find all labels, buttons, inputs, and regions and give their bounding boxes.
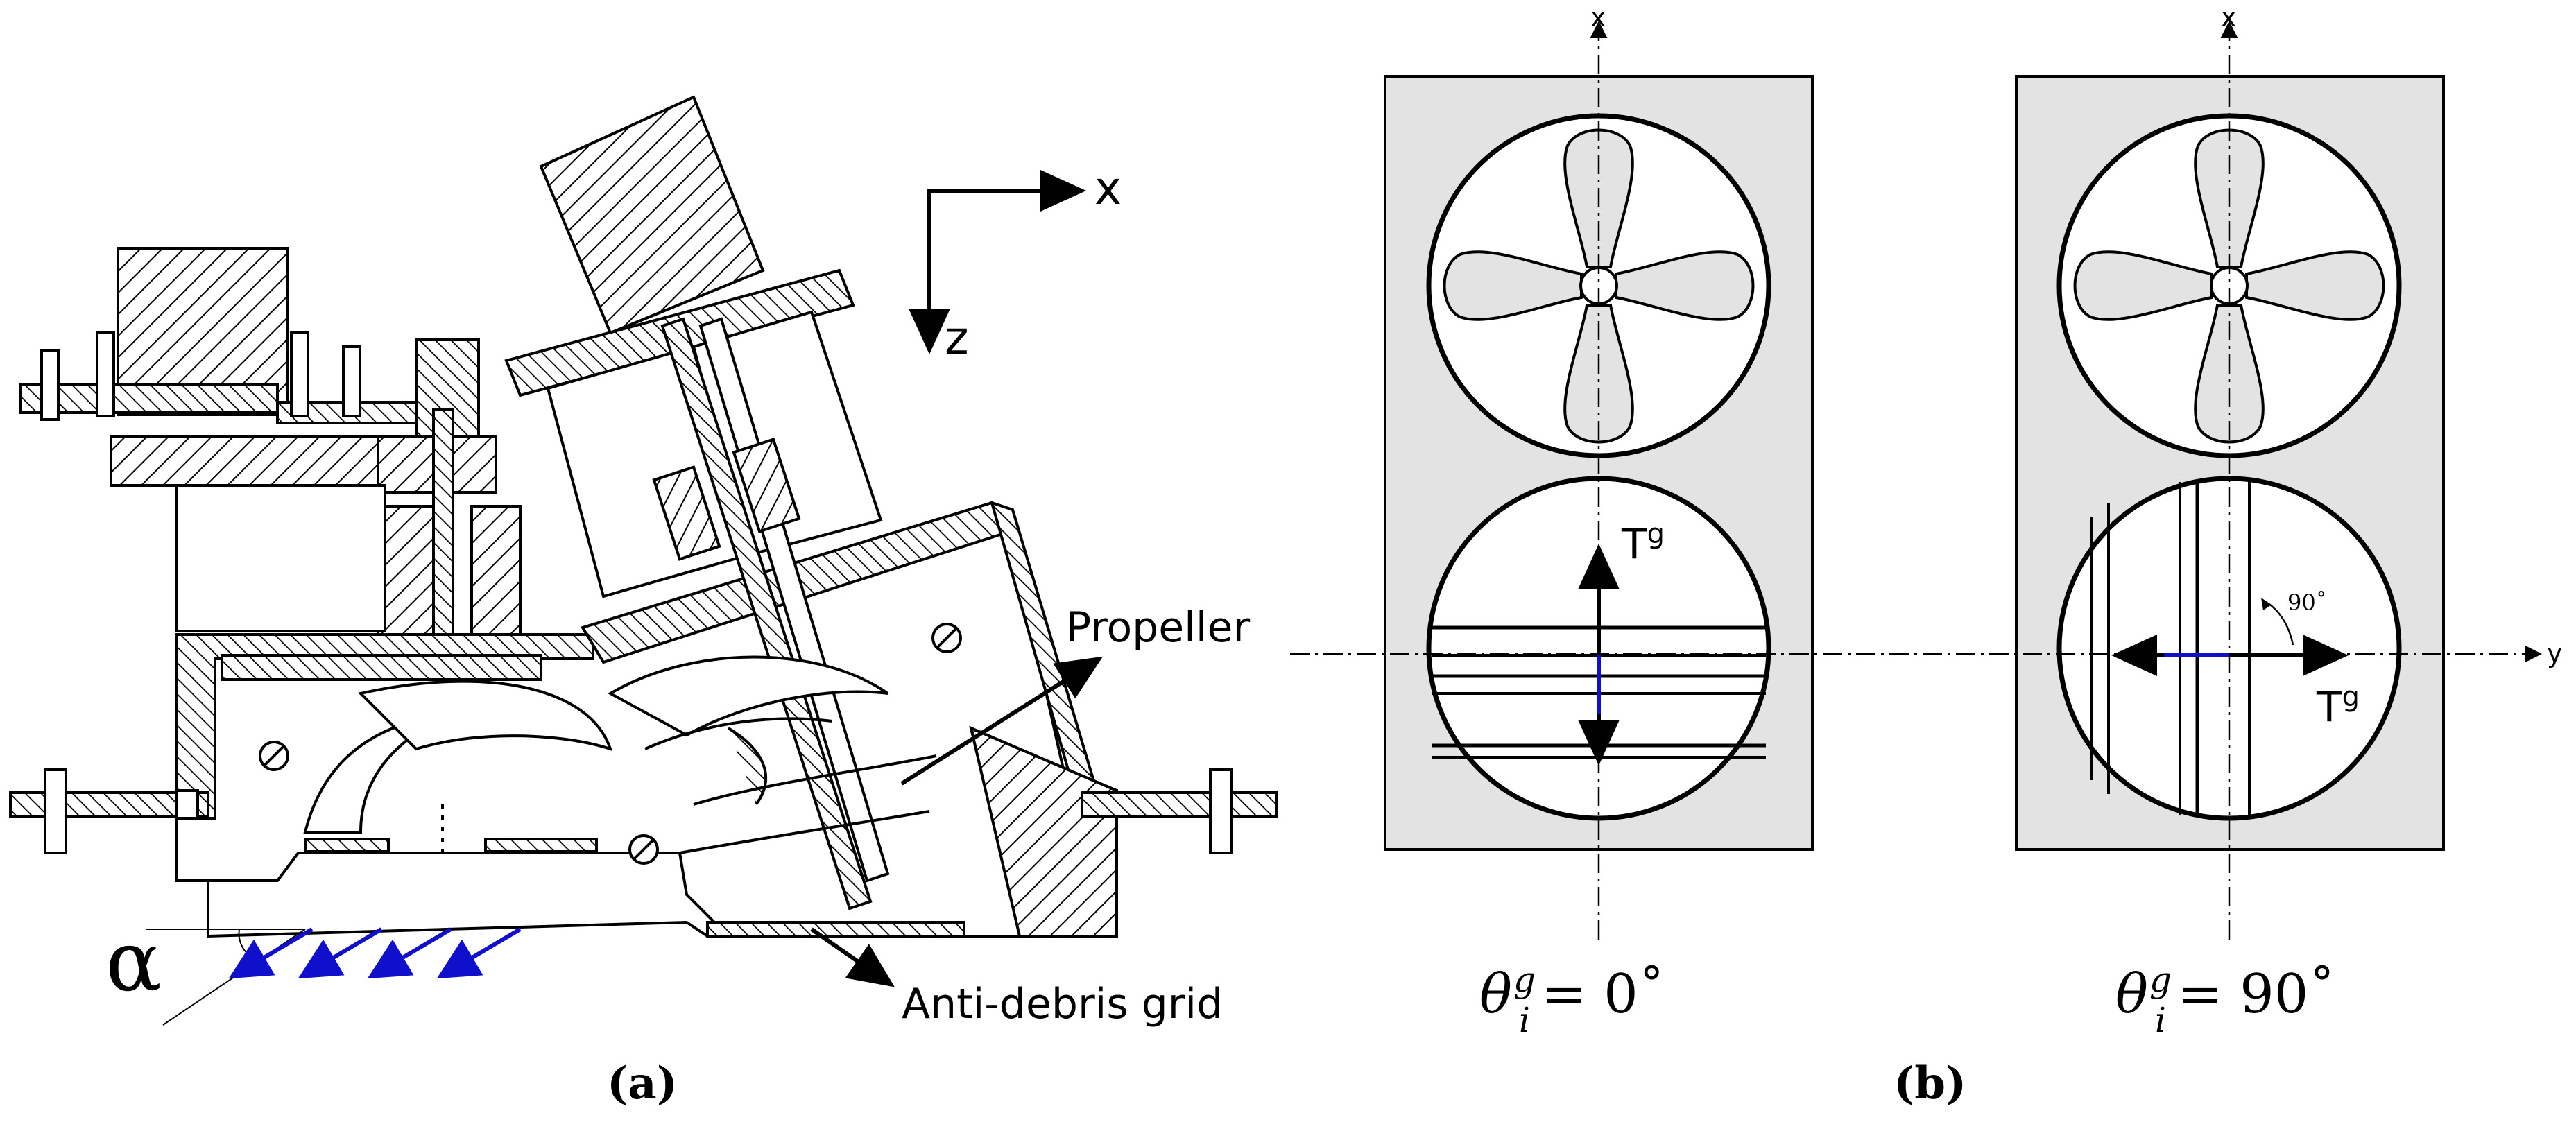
propeller-callout xyxy=(900,656,1104,786)
axis-y-label-b: y xyxy=(2547,638,2563,668)
grid-label: Anti-debris grid xyxy=(902,980,1223,1028)
alpha-symbol: α xyxy=(105,914,162,1010)
caption-b: (b) xyxy=(1894,1058,1966,1110)
panel-a-drawing xyxy=(9,95,1278,938)
propeller-label: Propeller xyxy=(1066,603,1250,652)
flow-arrows xyxy=(228,927,522,979)
propeller-icon-right xyxy=(2056,113,2402,458)
axes-xz xyxy=(909,170,1086,354)
axis-x-label-b-left: x xyxy=(1590,2,1606,33)
thrust-label-right: Tg xyxy=(2316,681,2360,732)
angle-indicator xyxy=(146,929,306,1026)
thrust-arrow-icon-right xyxy=(2111,598,2349,676)
axis-z-label-a: z xyxy=(945,311,969,365)
thrust-label-left: Tg xyxy=(1621,518,1665,569)
angle-90-mark: 90˚ xyxy=(2287,589,2327,616)
axis-x-label-b-right: x xyxy=(2221,2,2237,33)
grid-callout xyxy=(810,927,895,987)
axis-x-label-a: x xyxy=(1094,162,1122,215)
caption-a: (a) xyxy=(607,1058,678,1110)
